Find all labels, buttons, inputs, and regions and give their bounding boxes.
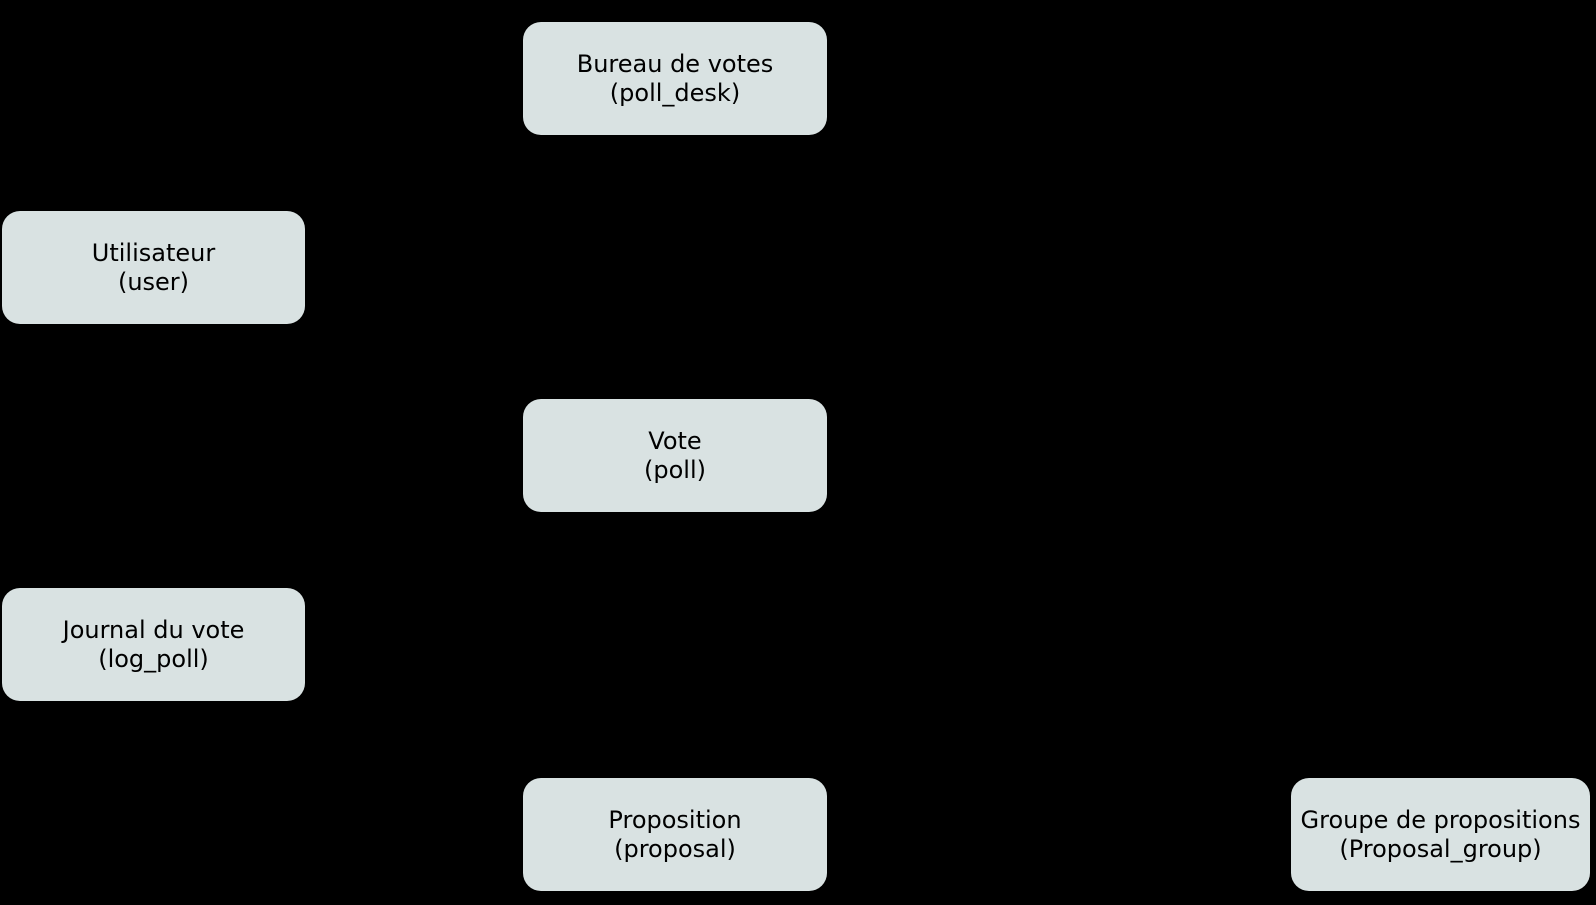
node-label: Utilisateur xyxy=(91,238,216,267)
node-sublabel: (poll_desk) xyxy=(609,78,741,107)
diagram-node-poll: Vote (poll) xyxy=(523,399,827,512)
node-sublabel: (poll) xyxy=(644,455,706,484)
node-sublabel: (proposal) xyxy=(614,834,736,863)
node-label: Vote xyxy=(648,426,702,455)
node-sublabel: (user) xyxy=(117,267,190,296)
diagram-node-poll-desk: Bureau de votes (poll_desk) xyxy=(523,22,827,135)
node-label: Groupe de propositions xyxy=(1300,805,1581,834)
diagram-node-proposal-group: Groupe de propositions (Proposal_group) xyxy=(1291,778,1590,891)
node-sublabel: (Proposal_group) xyxy=(1339,834,1542,863)
node-label: Proposition xyxy=(608,805,742,834)
node-label: Bureau de votes xyxy=(576,49,774,78)
node-label: Journal du vote xyxy=(62,615,245,644)
diagram-node-log-poll: Journal du vote (log_poll) xyxy=(2,588,305,701)
node-sublabel: (log_poll) xyxy=(98,644,209,673)
diagram-node-user: Utilisateur (user) xyxy=(2,211,305,324)
diagram-node-proposal: Proposition (proposal) xyxy=(523,778,827,891)
